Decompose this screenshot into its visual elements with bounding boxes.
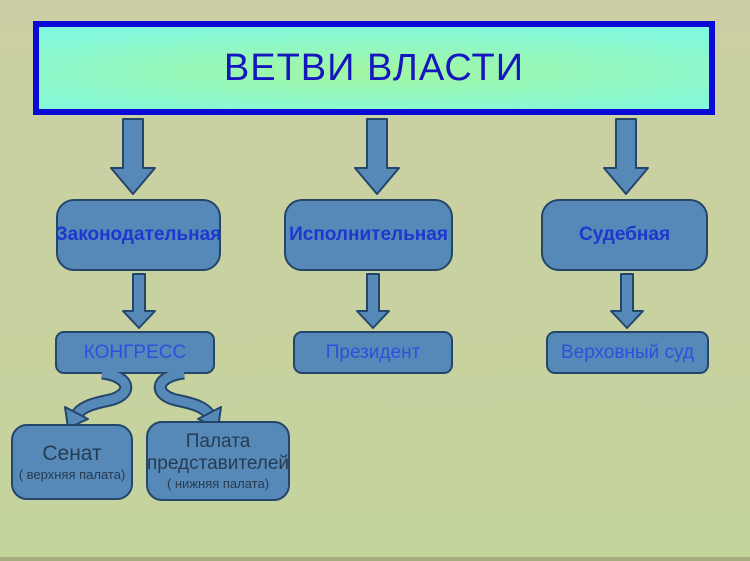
chamber-name-house: Палата представителей (146, 431, 290, 474)
arrow-down-legislative-to-congress-icon (122, 273, 156, 329)
chamber-box-senate: Сенат ( верхняя палата) (11, 424, 133, 500)
arrow-down-executive-to-president-icon (356, 273, 390, 329)
institution-label-president: Президент (325, 341, 421, 363)
institution-label-supreme-court: Верховный суд (560, 341, 695, 363)
page-title: ВЕТВИ ВЛАСТИ (223, 46, 525, 89)
curved-arrow-congress-to-senate-icon (64, 372, 133, 429)
chamber-name-senate: Сенат (42, 441, 102, 465)
branch-box-executive: Исполнительная (284, 199, 453, 271)
institution-label-congress: КОНГРЕСС (83, 341, 187, 363)
arrow-down-judicial-to-court-icon (610, 273, 644, 329)
institution-box-president: Президент (293, 331, 453, 374)
title-banner: ВЕТВИ ВЛАСТИ (33, 21, 715, 115)
arrow-down-banner-to-judicial-icon (603, 118, 649, 195)
institution-box-congress: КОНГРЕСС (55, 331, 215, 374)
branch-box-judicial: Судебная (541, 199, 708, 271)
chamber-box-house: Палата представителей ( нижняя палата) (146, 421, 290, 501)
branch-label-judicial: Судебная (578, 224, 671, 245)
chamber-note-house: ( нижняя палата) (166, 475, 270, 491)
institution-box-supreme-court: Верховный суд (546, 331, 709, 374)
arrow-down-banner-to-legislative-icon (110, 118, 156, 195)
branch-box-legislative: Законодательная (56, 199, 221, 271)
bottom-edge-strip (0, 557, 750, 561)
chamber-note-senate: ( верхняя палата) (18, 467, 126, 483)
branch-label-executive: Исполнительная (289, 224, 448, 245)
arrow-down-banner-to-executive-icon (354, 118, 400, 195)
branch-label-legislative: Законодательная (55, 224, 222, 245)
